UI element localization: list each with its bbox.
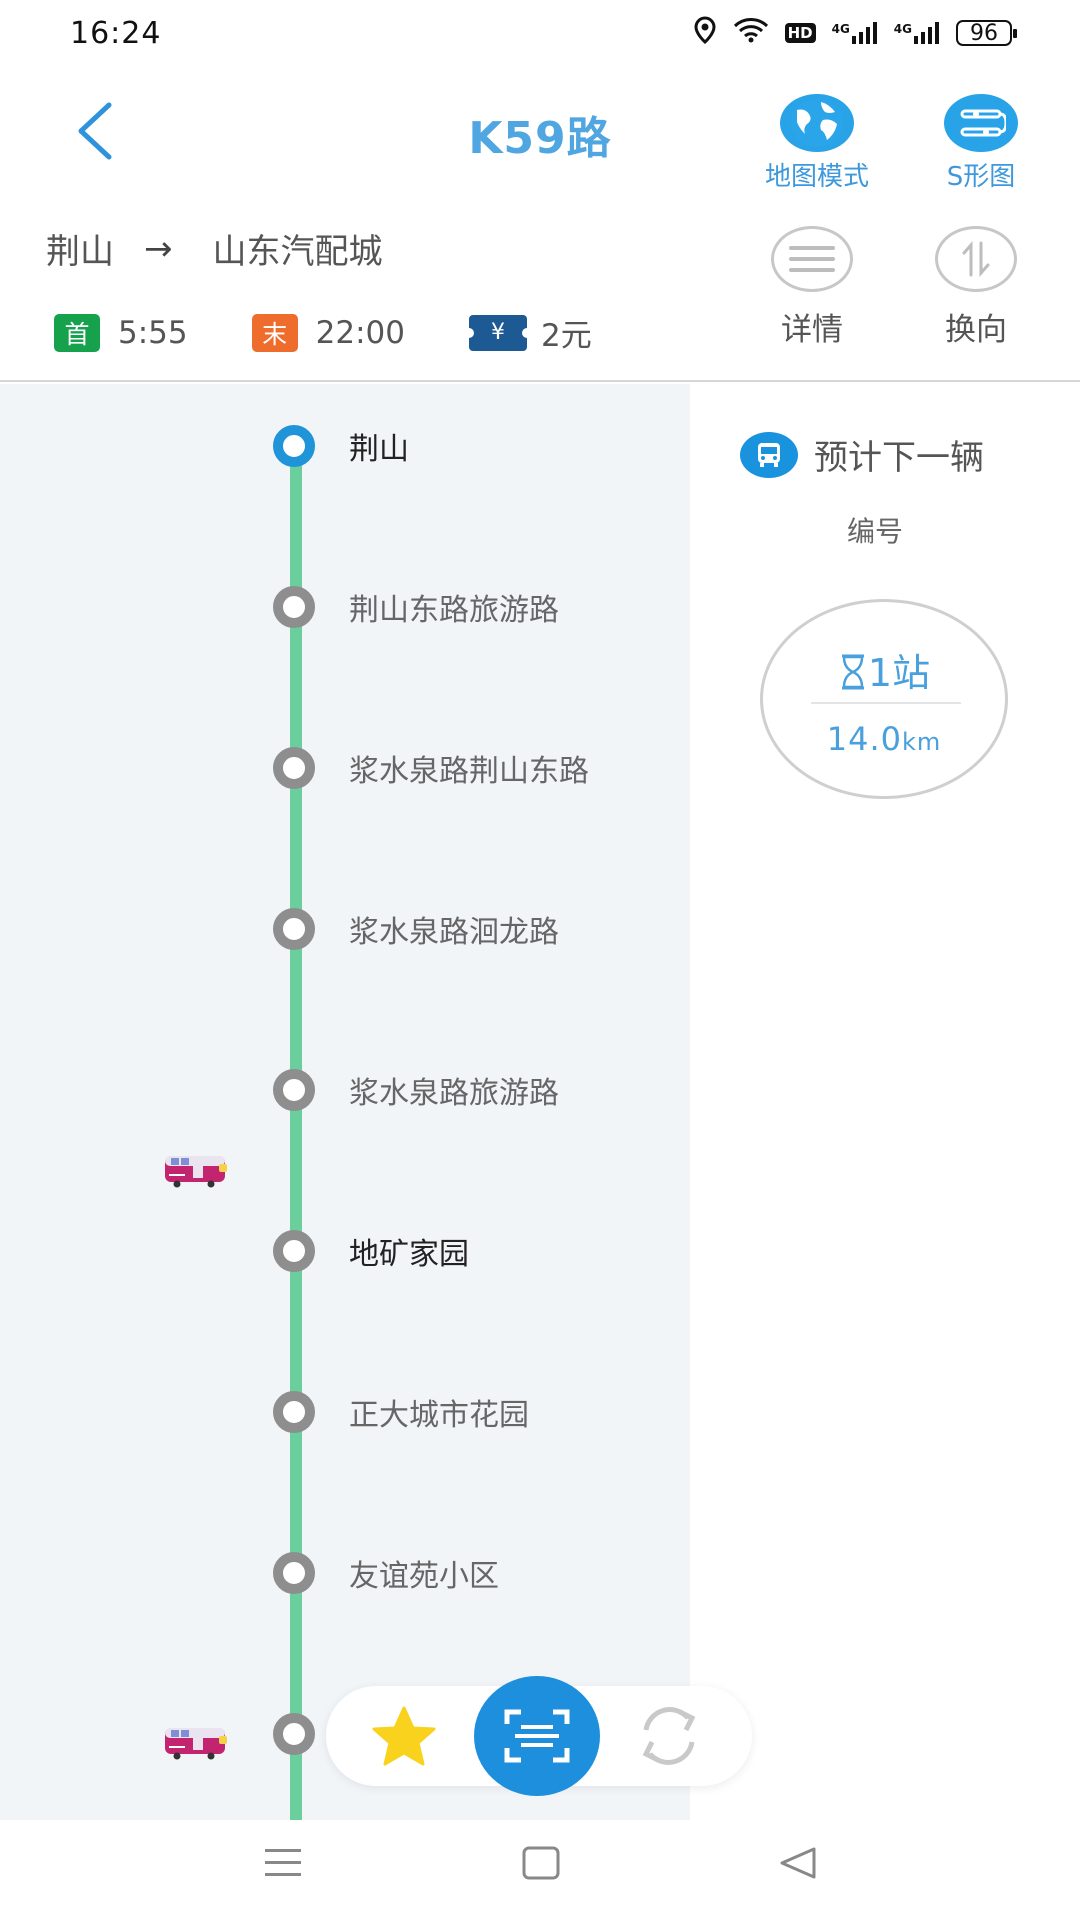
detail-button[interactable]: 详情 [757, 226, 867, 349]
detail-label: 详情 [781, 312, 843, 348]
hd-badge: HD [784, 23, 816, 43]
route-track [290, 460, 302, 1820]
next-bus-header: 预计下一辆 [740, 430, 984, 479]
last-bus-time: 末 22:00 [251, 313, 405, 352]
vehicle-number-label: 编号 [846, 515, 903, 548]
eta-divider [811, 702, 961, 704]
stop-dot [273, 1552, 315, 1594]
route-origin: 荆山 [46, 232, 114, 272]
stop-item[interactable]: 正大城市花园 [273, 1390, 529, 1434]
stop-item[interactable] [273, 1712, 349, 1756]
route-arrow: → [144, 228, 173, 269]
eta-distance: 14.0km [763, 720, 1005, 758]
stop-name: 荆山东路旅游路 [349, 593, 559, 628]
stop-dot [273, 908, 315, 950]
route-direction: 荆山 → 山东汽配城 [46, 224, 383, 273]
s-map-label: S形图 [946, 162, 1016, 192]
wifi-icon [733, 17, 769, 49]
bus-icon [740, 431, 798, 478]
map-mode-button[interactable]: 地图模式 [752, 94, 882, 193]
home-square-icon [522, 1846, 560, 1880]
stop-dot [273, 1391, 315, 1433]
scan-icon [504, 1709, 570, 1763]
ticket-icon: ¥ [463, 314, 532, 351]
nav-home-button[interactable] [522, 1846, 560, 1884]
stop-dot [273, 1230, 315, 1272]
swap-direction-icon [935, 226, 1017, 292]
stop-name: 正大城市花园 [349, 1398, 529, 1433]
next-bus-panel: 预计下一辆 编号 1站 14.0km [690, 384, 1080, 1820]
s-map-button[interactable]: S形图 [916, 94, 1046, 193]
refresh-button[interactable] [632, 1702, 706, 1770]
floating-action-bar [326, 1676, 752, 1796]
system-nav-bar [0, 1820, 1080, 1920]
last-badge: 末 [251, 313, 298, 352]
first-time: 5:55 [118, 314, 188, 351]
location-icon [693, 16, 717, 50]
service-times: 首 5:55 末 22:00 ¥ 2元 [54, 310, 656, 355]
stop-name: 荆山 [349, 432, 409, 467]
map-mode-label: 地图模式 [764, 162, 869, 192]
fare-amount: 2元 [540, 318, 592, 354]
eta-distance-value: 14.0 [826, 720, 902, 758]
favorite-button[interactable] [366, 1704, 442, 1768]
stop-name: 浆水泉路旅游路 [349, 1076, 559, 1111]
header: K59路 地图模式 S形图 [0, 66, 1080, 206]
nav-menu-button[interactable] [263, 1846, 303, 1884]
signal-icon: 4G [832, 22, 878, 44]
back-triangle-icon [780, 1847, 816, 1879]
stop-item[interactable]: 荆山 [273, 424, 409, 468]
globe-icon [780, 94, 854, 152]
fare: ¥ 2元 [463, 310, 592, 355]
stops-panel[interactable]: 荆山荆山东路旅游路浆水泉路荆山东路浆水泉路洄龙路浆水泉路旅游路地矿家园正大城市花… [0, 384, 690, 1820]
status-icons: HD 4G 4G 96 [693, 16, 1017, 50]
battery-icon: 96 [956, 20, 1017, 46]
menu-icon [265, 1849, 301, 1876]
star-icon [372, 1706, 436, 1766]
back-button[interactable] [64, 96, 124, 166]
route-icon [944, 94, 1018, 152]
eta-stops: 1站 [763, 642, 1005, 697]
nav-back-button[interactable] [778, 1846, 818, 1884]
next-bus-title: 预计下一辆 [814, 438, 984, 478]
bus-icon [165, 1156, 227, 1188]
chevron-left-icon [78, 102, 112, 160]
refresh-icon [642, 1707, 696, 1765]
bus-icon [165, 1728, 227, 1760]
signal-icon-2: 4G [894, 22, 940, 44]
stop-item[interactable]: 地矿家园 [273, 1229, 469, 1273]
stop-name: 友谊苑小区 [349, 1559, 499, 1594]
page-title: K59路 [468, 113, 612, 164]
stop-name: 浆水泉路荆山东路 [349, 754, 589, 789]
first-bus-time: 首 5:55 [54, 313, 188, 352]
switch-label: 换向 [945, 312, 1007, 348]
stop-dot [273, 425, 315, 467]
switch-direction-button[interactable]: 换向 [921, 226, 1031, 349]
status-bar: 16:24 HD 4G 4G 96 [0, 0, 1080, 66]
last-time: 22:00 [315, 314, 405, 351]
stop-item[interactable]: 浆水泉路旅游路 [273, 1068, 559, 1112]
status-time: 16:24 [70, 15, 162, 51]
route-destination: 山东汽配城 [212, 232, 383, 272]
menu-lines-icon [771, 226, 853, 292]
eta-distance-unit: km [901, 728, 942, 756]
route-info: 荆山 → 山东汽配城 首 5:55 末 22:00 ¥ 2元 详情 换向 [0, 206, 1080, 382]
stop-dot [273, 747, 315, 789]
stop-name: 浆水泉路洄龙路 [349, 915, 559, 950]
stop-item[interactable]: 浆水泉路荆山东路 [273, 746, 589, 790]
hourglass-icon [841, 654, 864, 690]
stop-name: 地矿家园 [349, 1237, 469, 1272]
stop-item[interactable]: 友谊苑小区 [273, 1551, 499, 1595]
eta-card[interactable]: 1站 14.0km [760, 599, 1008, 799]
scan-button[interactable] [474, 1676, 600, 1796]
stop-item[interactable]: 荆山东路旅游路 [273, 585, 559, 629]
stop-item[interactable]: 浆水泉路洄龙路 [273, 907, 559, 951]
stop-dot [273, 586, 315, 628]
eta-stops-value: 1站 [867, 651, 931, 695]
stop-dot [273, 1069, 315, 1111]
stop-dot [273, 1713, 315, 1755]
first-badge: 首 [54, 313, 100, 352]
